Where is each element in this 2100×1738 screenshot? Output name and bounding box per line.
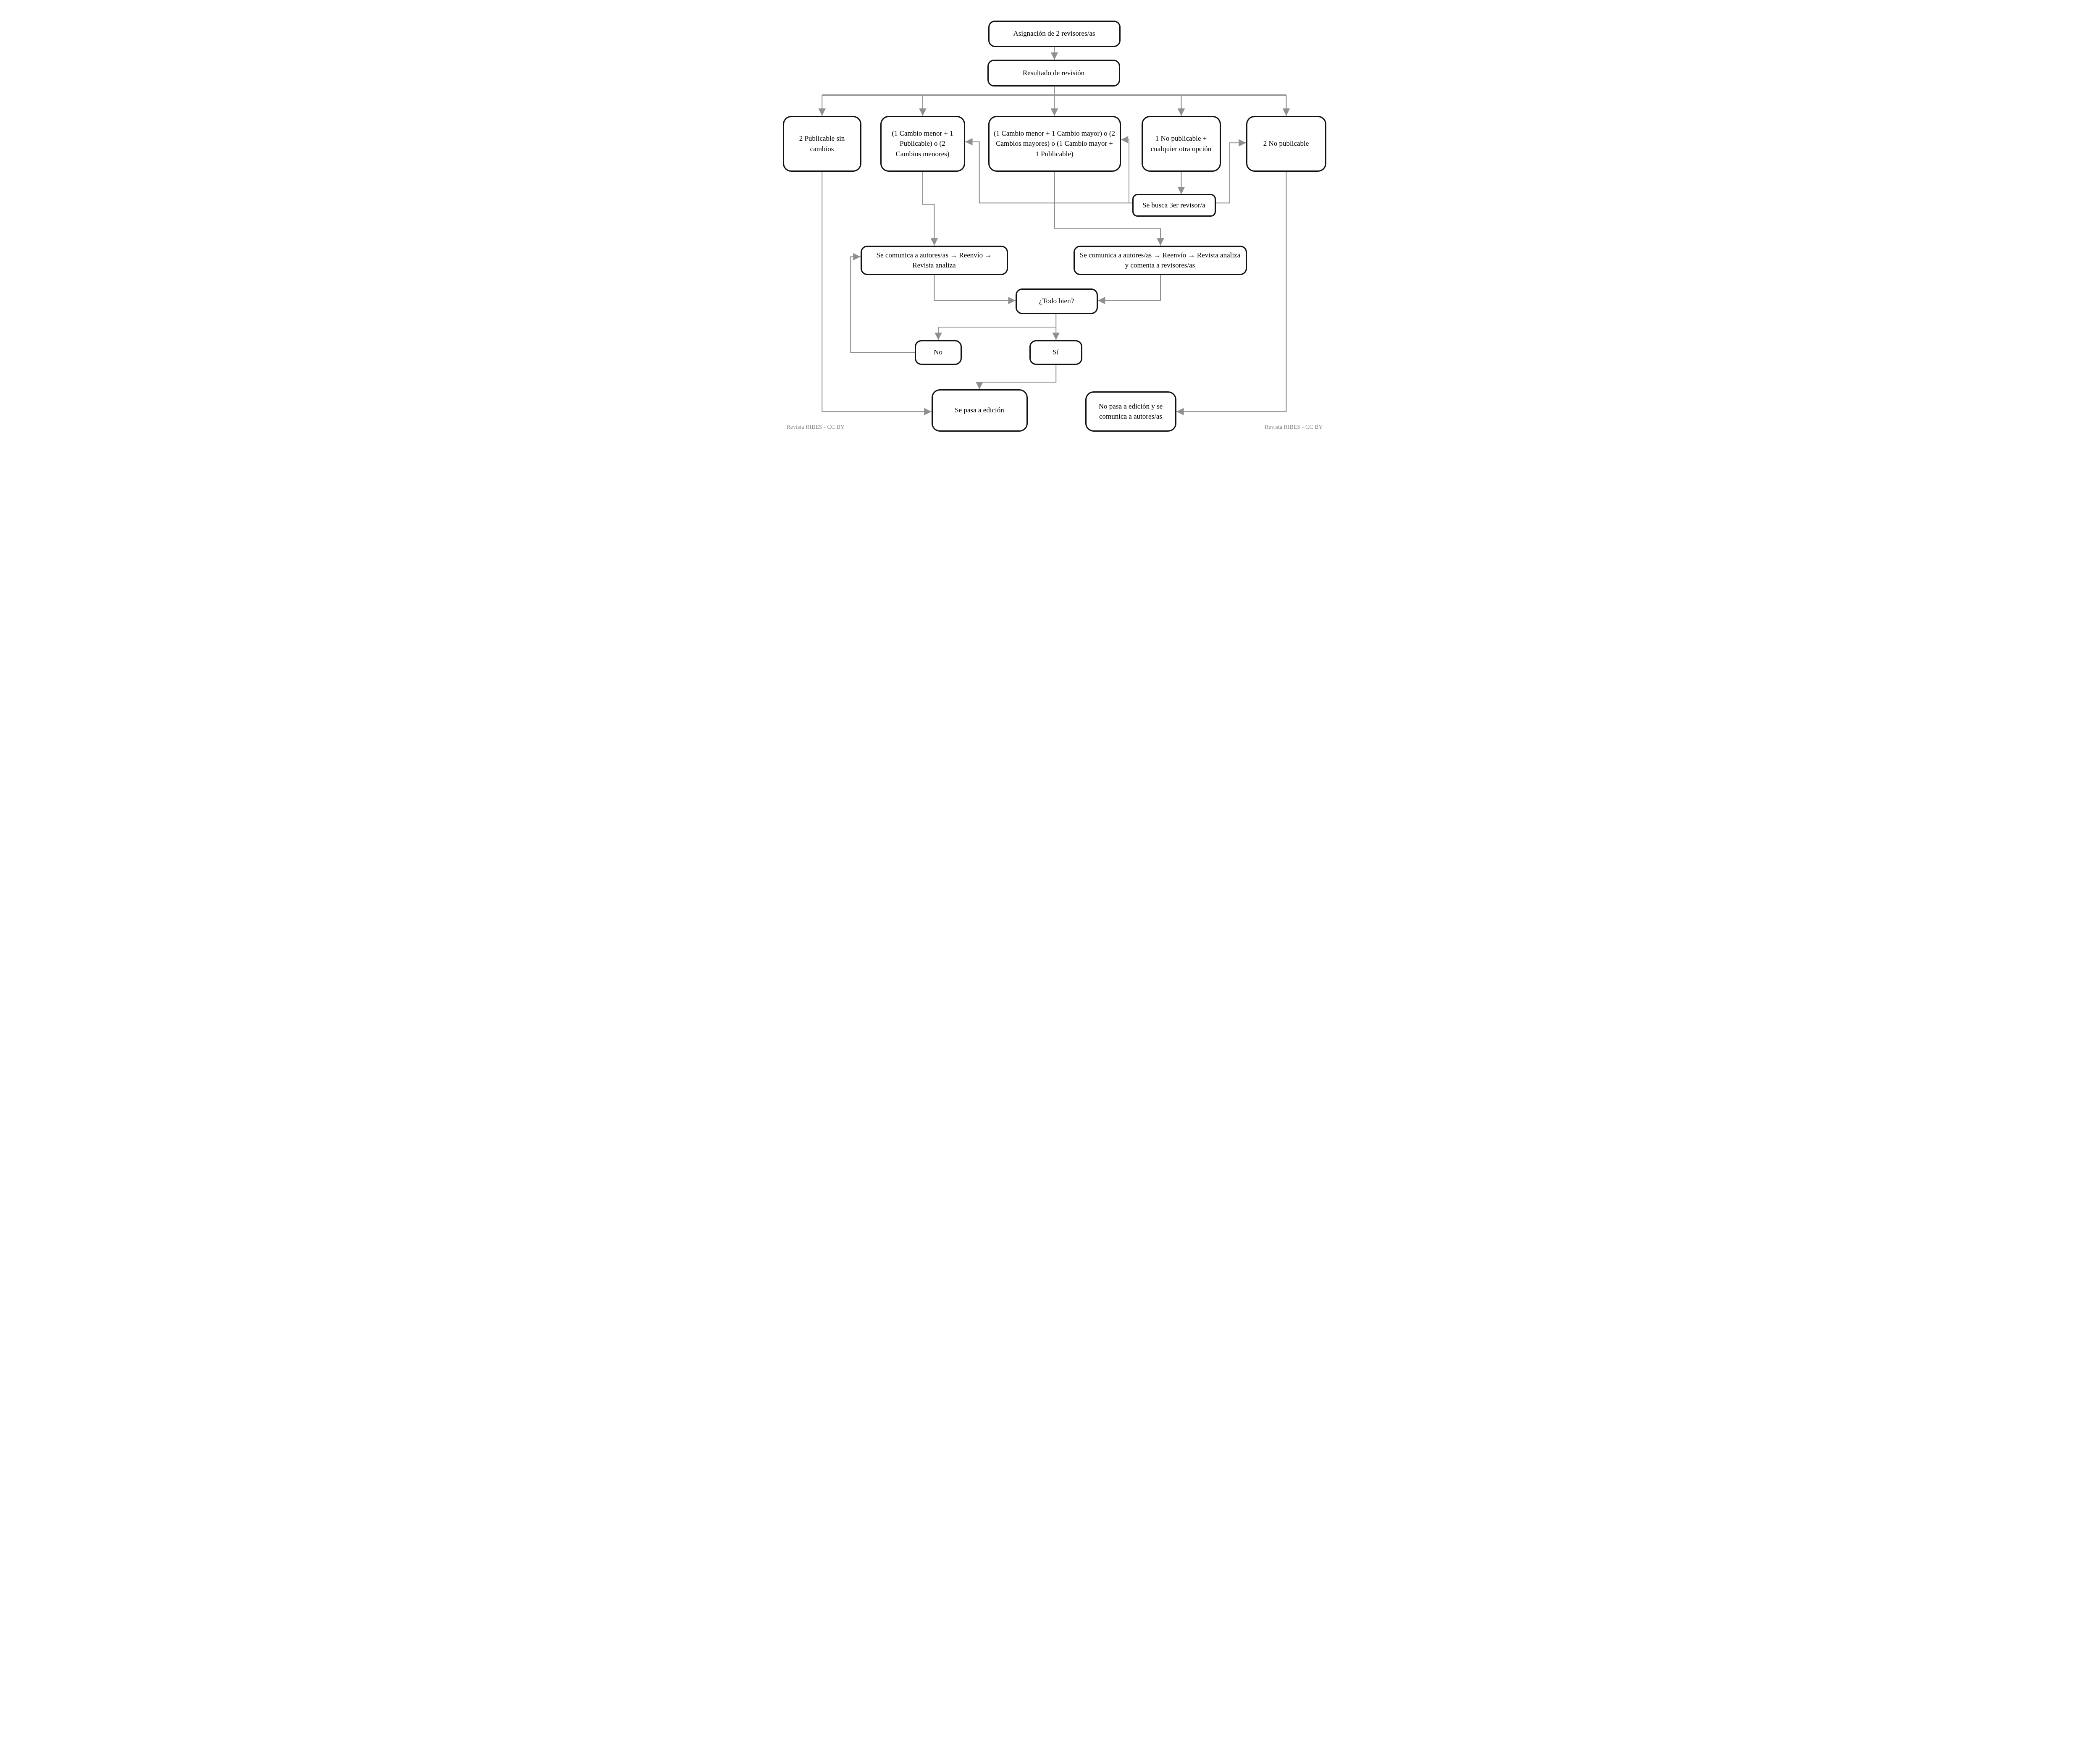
edge-busca3er-menorpub xyxy=(965,138,1132,204)
edge-comunicaizq-todobien xyxy=(934,275,1016,304)
edge-busca3er-nopub2 xyxy=(1215,139,1246,204)
footer-credit-right: Revista RIBES - CC BY xyxy=(1265,424,1323,430)
node-cambio-menor-publicable: (1 Cambio menor + 1 Publicable) o (2 Cam… xyxy=(880,116,965,172)
node-todo-bien: ¿Todo bien? xyxy=(1015,288,1098,314)
edge-todobien-no xyxy=(934,326,1056,340)
footer-credit-left: Revista RIBES - CC BY xyxy=(786,424,845,430)
node-no: No xyxy=(914,340,962,365)
edge-nopub2-nopasaedicion xyxy=(1176,172,1286,415)
node-2-no-publicable: 2 No publicable xyxy=(1246,116,1326,172)
edge-no-comunicaizq xyxy=(850,253,915,353)
edge-comunicader-todobien xyxy=(1097,275,1161,304)
node-si: Sí xyxy=(1029,340,1082,365)
edge-si-pasaedicion xyxy=(975,365,1056,389)
connectors-layer xyxy=(818,47,1290,415)
node-1-no-publicable-otra-opcion: 1 No publicable + cualquier otra opción xyxy=(1141,116,1221,172)
node-comunica-autores-derecha: Se comunica a autores/as → Reenvío → Rev… xyxy=(1073,246,1247,275)
node-cambio-menor-mayor: (1 Cambio menor + 1 Cambio mayor) o (2 C… xyxy=(988,116,1121,172)
node-asignacion-revisores: Asignación de 2 revisores/as xyxy=(988,21,1121,47)
node-busca-3er-revisor: Se busca 3er revisor/a xyxy=(1132,194,1216,217)
edge-menorpub-comunicaizq xyxy=(922,172,938,246)
node-comunica-autores-izquierda: Se comunica a autores/as → Reenvío → Rev… xyxy=(860,246,1008,275)
node-resultado-revision: Resultado de revisión xyxy=(987,60,1120,87)
node-no-pasa-a-edicion: No pasa a edición y se comunica a autore… xyxy=(1085,391,1176,432)
node-se-pasa-a-edicion: Se pasa a edición xyxy=(931,389,1028,432)
edge-busca3er-menormayor xyxy=(1121,136,1129,203)
edge-menormayor-comunicader xyxy=(1054,172,1164,246)
edge-publicable2-pasaedicion xyxy=(821,172,932,415)
flowchart-revision-process: Asignación de 2 revisores/as Resultado d… xyxy=(761,0,1339,435)
node-2-publicable-sin-cambios: 2 Publicable sin cambios xyxy=(782,116,861,172)
